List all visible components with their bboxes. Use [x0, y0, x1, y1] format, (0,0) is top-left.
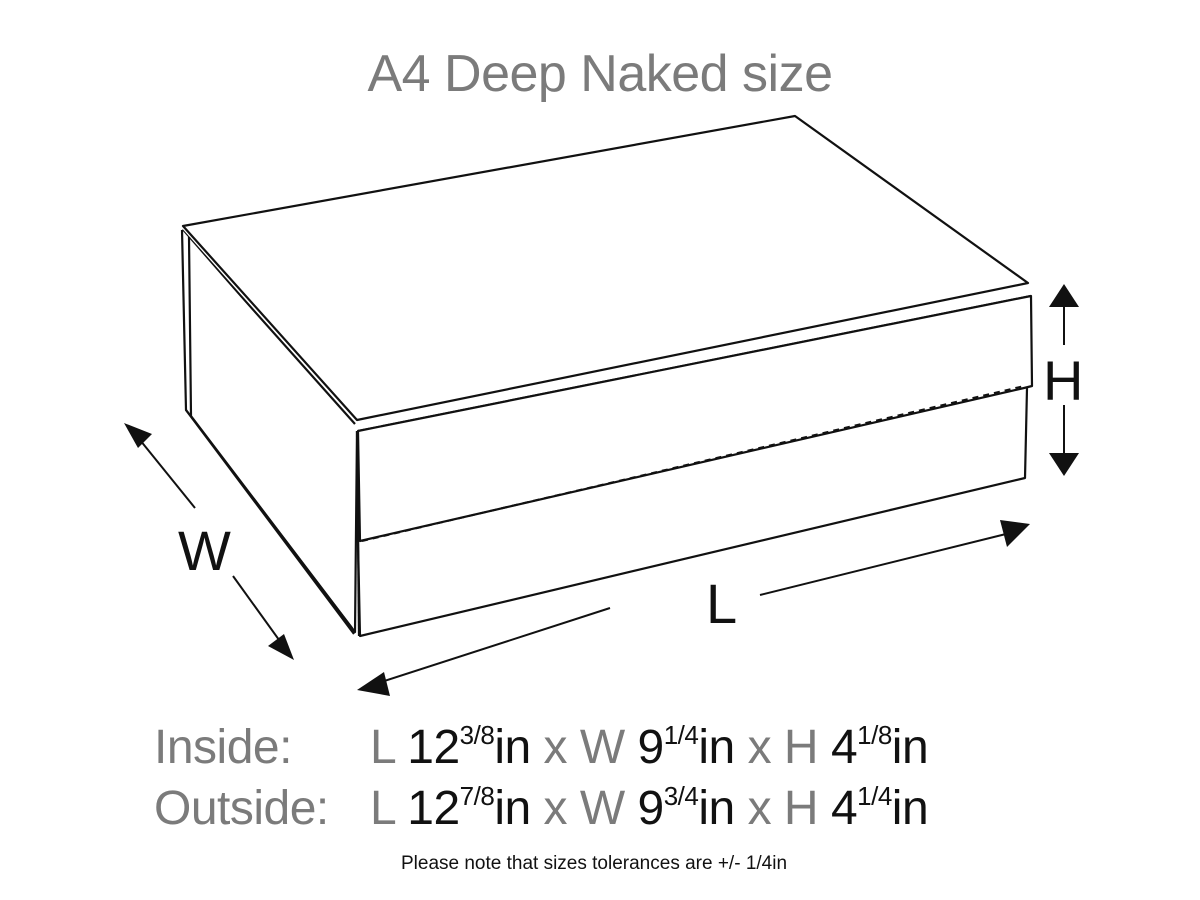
inside-dimensions: Inside:L 123/8in x W 91/4in x H 41/8in [154, 720, 929, 782]
page-title: A4 Deep Naked size [367, 45, 833, 103]
inside-height-unit: in [891, 721, 929, 774]
outside-width-unit: in [698, 782, 735, 835]
outside-length-prefix: L [370, 782, 395, 835]
outside-separator-2: x [747, 782, 772, 835]
box-outline [180, 114, 1034, 638]
length-arrow [357, 520, 1030, 696]
outside-height-prefix: H [783, 782, 819, 835]
outside-length-fraction: 7/8 [459, 781, 495, 811]
inside-height-prefix: H [783, 721, 819, 774]
inside-height-whole: 4 [830, 721, 858, 774]
inside-width-value: 91/4in [637, 720, 736, 774]
outside-width-fraction: 3/4 [663, 781, 699, 811]
outside-length-value: 127/8in [407, 781, 531, 835]
inside-width-whole: 9 [637, 721, 665, 774]
outside-width-value: 93/4in [637, 781, 736, 835]
outside-separator-1: x [543, 782, 568, 835]
inside-length-whole: 12 [407, 721, 460, 774]
outside-height-unit: in [891, 782, 929, 835]
height-label: H [1043, 349, 1083, 412]
inside-separator-1: x [543, 721, 568, 774]
inside-length-unit: in [494, 721, 531, 774]
width-arrow [124, 423, 294, 660]
tolerance-note: Please note that sizes tolerances are +/… [400, 853, 788, 874]
inside-separator-2: x [747, 721, 772, 774]
outside-length-whole: 12 [407, 782, 460, 835]
lid-seam-dashed-line [361, 385, 1025, 542]
outside-width-prefix: W [579, 782, 625, 835]
inside-length-prefix: L [370, 721, 395, 774]
outside-height-whole: 4 [830, 782, 858, 835]
inside-label: Inside: [154, 721, 292, 774]
height-arrow [1049, 284, 1079, 476]
outside-width-whole: 9 [637, 782, 665, 835]
outside-label: Outside: [154, 782, 329, 835]
outside-height-fraction: 1/4 [857, 781, 892, 811]
width-label: W [178, 519, 231, 582]
inside-width-prefix: W [579, 721, 625, 774]
inside-width-fraction: 1/4 [663, 720, 699, 750]
inside-height-fraction: 1/8 [857, 720, 892, 750]
inside-height-value: 41/8in [830, 720, 929, 774]
inside-width-unit: in [698, 721, 735, 774]
inside-length-value: 123/8in [407, 720, 531, 774]
outside-length-unit: in [494, 782, 531, 835]
length-label: L [706, 572, 737, 635]
outside-dimensions: Outside:L 127/8in x W 93/4in x H 41/4in [154, 781, 929, 843]
inside-length-fraction: 3/8 [459, 720, 495, 750]
outside-height-value: 41/4in [830, 781, 929, 835]
